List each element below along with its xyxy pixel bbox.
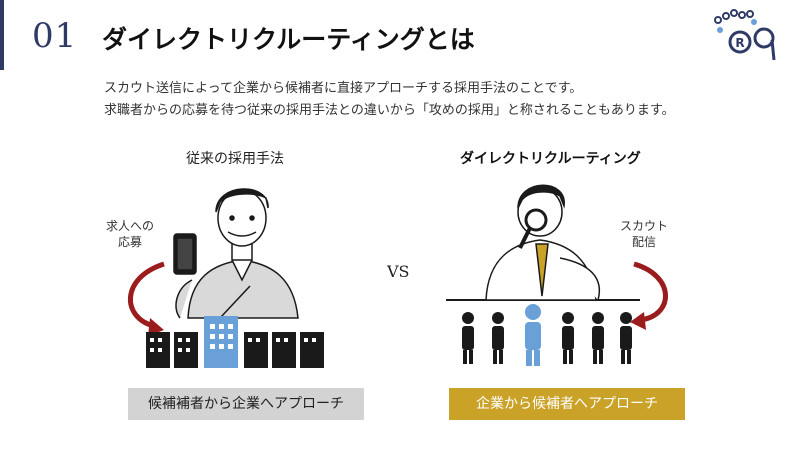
intro-text: スカウト送信によって企業から候補者に直接アプローチする採用手法のことです。 求職… xyxy=(104,78,675,122)
intro-line-2: 求職者からの応募を待つ従来の採用手法との違いから「攻めの採用」と称されることもあ… xyxy=(104,103,675,118)
accent-bar xyxy=(0,0,4,70)
recruiter-person-icon xyxy=(485,184,601,301)
intro-line-1: スカウト送信によって企業から候補者に直接アプローチする採用手法のことです。 xyxy=(104,81,583,96)
left-heading: 従来の採用手法 xyxy=(186,151,284,167)
right-side-note-line-1: スカウト xyxy=(620,219,669,233)
company-logo: R xyxy=(714,9,776,61)
left-badge: 候補補者から企業へアプローチ xyxy=(128,388,364,420)
left-side-note-line-1: 求人への xyxy=(106,219,155,233)
page-title: ダイレクトリクルーティングとは xyxy=(102,25,475,54)
left-arrow-icon xyxy=(127,261,165,329)
left-side-note-line-2: 応募 xyxy=(118,235,143,249)
right-badge: 企業から候補者へアプローチ xyxy=(449,388,685,420)
section-number: 01 xyxy=(32,16,78,56)
candidates-icon xyxy=(462,304,632,366)
direct-recruiting-illustration xyxy=(446,184,668,366)
right-heading: ダイレクトリクルーティング xyxy=(460,151,641,167)
company-buildings-icon xyxy=(146,316,324,368)
traditional-recruiting-illustration xyxy=(127,188,324,368)
vs-label: VS xyxy=(387,262,410,281)
right-side-note: スカウト 配信 xyxy=(620,218,668,250)
logo-letter: R xyxy=(735,36,744,50)
right-side-note-line-2: 配信 xyxy=(632,235,657,249)
left-side-note: 求人への 応募 xyxy=(106,218,154,250)
applicant-person-icon xyxy=(173,188,299,322)
right-arrow-icon xyxy=(633,261,668,323)
